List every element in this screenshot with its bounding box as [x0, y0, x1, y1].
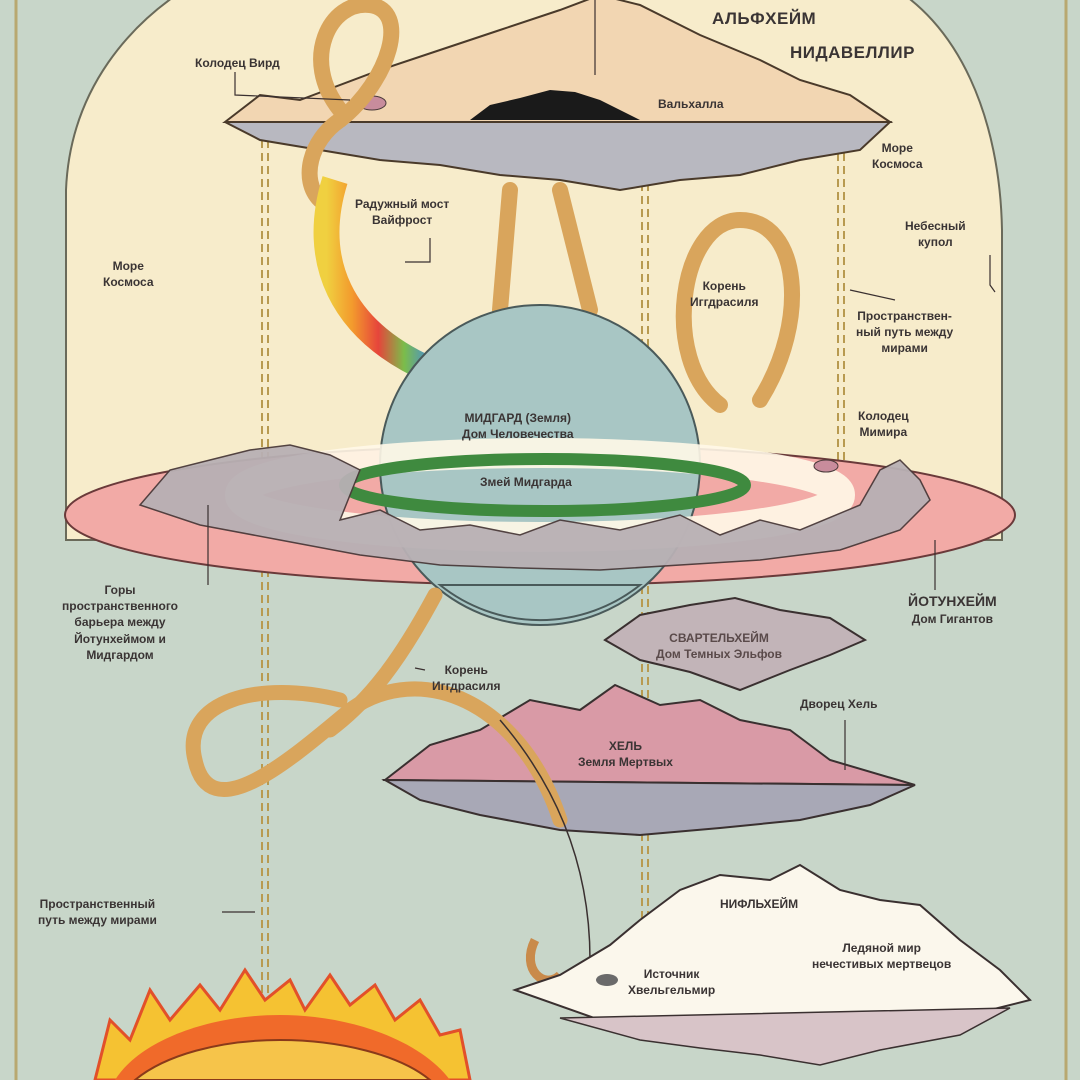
text-line: ный путь между — [856, 325, 954, 340]
label-alfheim: АЛЬФХЕЙМ — [712, 9, 817, 28]
text-line: Небесный — [905, 219, 966, 233]
text-line: Пространствен- — [857, 309, 952, 323]
text-line: Море — [881, 141, 913, 155]
text-line: Вайфрост — [371, 213, 433, 228]
label-path-left: Пространственный путь между мирами — [38, 896, 157, 928]
midgard-lower — [437, 584, 643, 622]
text-line: Хвельгельмир — [628, 983, 716, 998]
niflheim-underside — [559, 1007, 1011, 1066]
text-line: Мимира — [859, 425, 908, 440]
text-line: СВАРТЕЛЬХЕЙМ — [669, 631, 769, 645]
barrier-mountains — [138, 444, 931, 571]
hvergelmir-icon — [596, 974, 618, 986]
text-line: Космоса — [103, 275, 154, 290]
text-line: Дом Человечества — [462, 427, 574, 442]
text-line: Море — [112, 259, 144, 273]
text-line: Иггдрасиля — [690, 295, 759, 310]
text-line: Колодец — [858, 409, 909, 423]
text-line: Горы — [104, 583, 136, 597]
bifrost-rainbow — [313, 176, 436, 382]
text-line: Мидгардом — [86, 647, 154, 662]
text-line: Радужный мост — [355, 197, 450, 211]
text-line: Дом Темных Эльфов — [656, 647, 782, 662]
hel-underside — [381, 778, 916, 837]
text-line: Источник — [643, 967, 700, 981]
label-icy-world: Ледяной мир нечестивых мертвецов — [812, 940, 951, 972]
text-line: мирами — [881, 341, 928, 356]
text-line: Йотунхеймом и — [74, 631, 166, 646]
label-serpent: Змей Мидгарда — [480, 475, 572, 489]
asgard-underside — [224, 121, 893, 192]
label-jotunheim: ЙОТУНХЕЙМ Дом Гигантов — [908, 592, 997, 627]
text-line: ХЕЛЬ — [608, 739, 642, 753]
label-well-urd: Колодец Вирд — [195, 56, 280, 70]
label-svartalfheim: СВАРТЕЛЬХЕЙМ Дом Темных Эльфов — [656, 630, 782, 662]
root-strand — [499, 719, 591, 961]
yggdrasil-roots-lower — [185, 587, 568, 828]
label-hel-palace: Дворец Хель — [800, 697, 878, 711]
label-midgard: МИДГАРД (Земля) Дом Человечества — [462, 410, 574, 442]
muspelheim-sun — [133, 1038, 432, 1080]
label-sky-dome: Небесный купол — [905, 218, 966, 250]
text-line: Ледяной мир — [842, 941, 921, 955]
text-line: пространственного — [62, 599, 178, 614]
text-line: Космоса — [872, 157, 923, 172]
label-nidavellir: НИДАВЕЛЛИР — [790, 43, 915, 62]
niflheim-mountain — [511, 863, 1032, 1032]
text-line: путь между мирами — [38, 913, 157, 928]
text-line: нечестивых мертвецов — [812, 957, 952, 972]
label-hel: ХЕЛЬ Земля Мертвых — [578, 738, 673, 770]
text-line: Дом Гигантов — [911, 611, 994, 626]
text-line: купол — [918, 235, 953, 250]
text-line: барьера между — [74, 615, 166, 630]
text-line: Земля Мертвых — [578, 755, 673, 770]
svartalfheim-island — [603, 596, 868, 692]
root-end-loop — [525, 937, 564, 985]
text-line: Пространственный — [39, 897, 156, 911]
label-niflheim: НИФЛЬХЕЙМ — [720, 897, 799, 911]
mimir-well-icon — [813, 459, 839, 473]
label-valhalla: Вальхалла — [658, 97, 724, 111]
leader-lines — [207, 0, 996, 913]
yggdrasil-roots-upper — [301, 0, 801, 413]
text-line: МИДГАРД (Земля) — [464, 411, 572, 425]
text-line: ЙОТУНХЕЙМ — [908, 593, 997, 609]
text-line: Корень — [444, 663, 488, 677]
valhalla-forest — [470, 90, 640, 120]
text-line: Иггдрасиля — [432, 679, 501, 694]
hel-mountain — [382, 683, 916, 786]
text-line: Корень — [702, 279, 746, 293]
